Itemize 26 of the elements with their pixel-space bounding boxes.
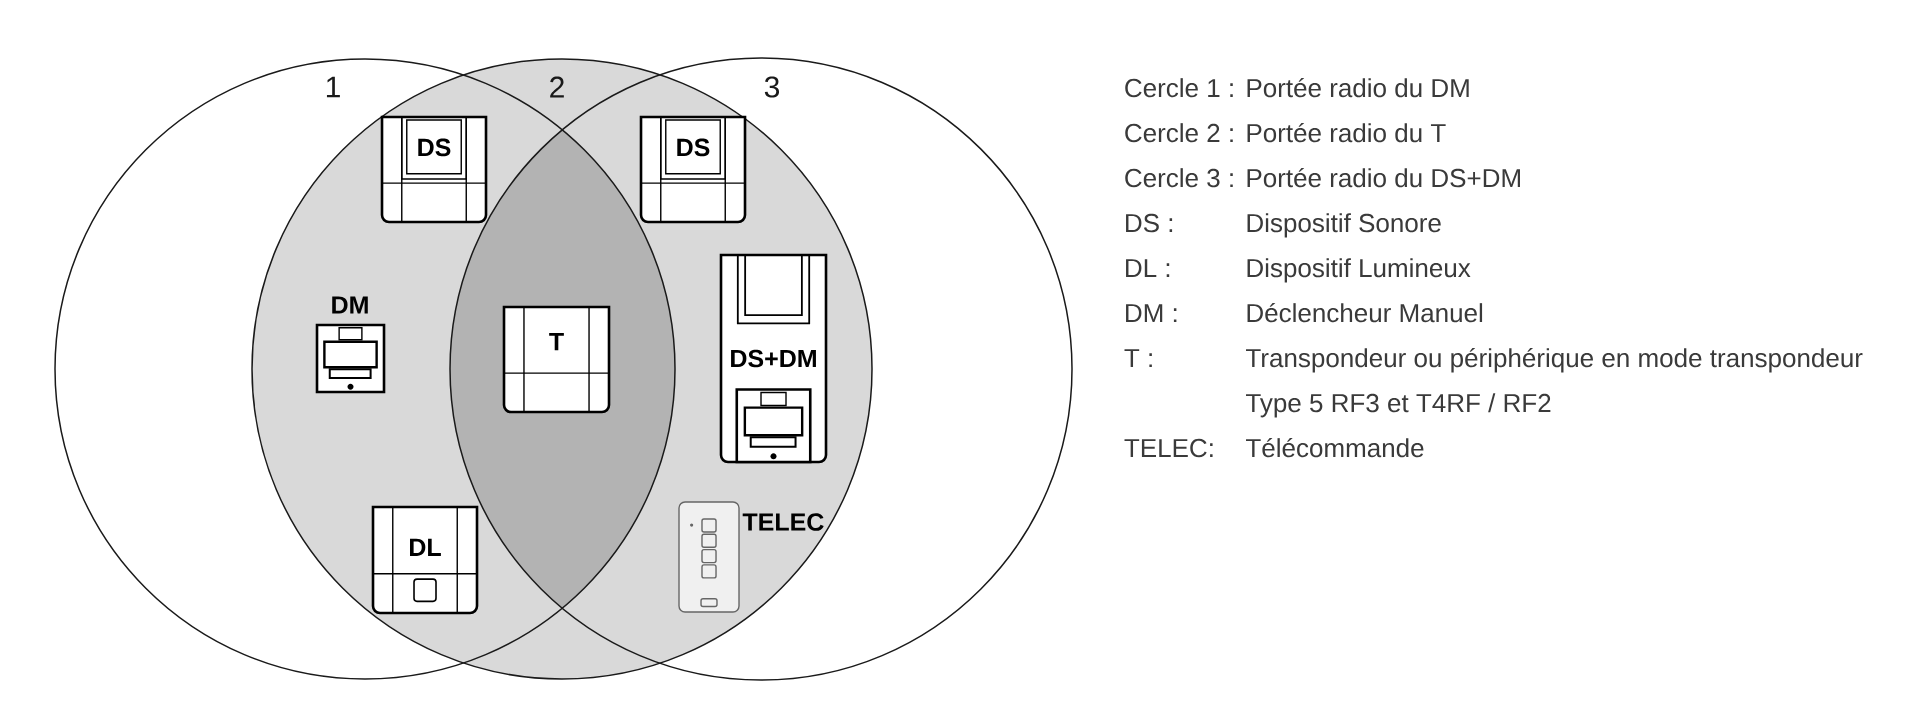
legend-term: TELEC: bbox=[1124, 438, 1213, 458]
legend-text: Télécommande bbox=[1246, 437, 1424, 458]
legend-text: Dispositif Sonore bbox=[1247, 213, 1441, 238]
legend-term: DS : bbox=[1126, 213, 1173, 233]
legend-text: Transpondeur ou périphérique en mode transpondeur Type 5 RF3 et T4RF / RF2 bbox=[1246, 347, 1863, 418]
device-box: DS bbox=[380, 115, 488, 224]
legend-term: Cercle 3 : bbox=[1125, 168, 1233, 188]
legend-term: DM : bbox=[1126, 304, 1177, 322]
legend-term: Cercle 1 : bbox=[1125, 78, 1233, 98]
device-box: DS bbox=[639, 115, 747, 224]
legend-term: T : bbox=[1124, 349, 1152, 367]
circle-number: 3 bbox=[764, 76, 780, 98]
device-box: DS+DM bbox=[719, 253, 828, 464]
legend-text: Portée radio du DS+DM bbox=[1247, 167, 1520, 188]
device-box: DL bbox=[371, 505, 479, 615]
legend-term: Cercle 2 : bbox=[1125, 123, 1233, 143]
circle-number: 1 bbox=[326, 76, 340, 98]
legend-text: Déclencheur Manuel bbox=[1247, 302, 1483, 323]
legend-text: Dispositif Lumineux bbox=[1247, 258, 1471, 283]
legend-term: DL : bbox=[1126, 259, 1170, 277]
device-label: DM bbox=[332, 296, 368, 314]
device-label: TELEC bbox=[742, 513, 824, 531]
legend-text: Portée radio du T bbox=[1247, 122, 1446, 143]
circle-number: 2 bbox=[550, 76, 564, 98]
device-box: T bbox=[502, 305, 611, 414]
legend-text: Portée radio du DM bbox=[1247, 77, 1469, 98]
